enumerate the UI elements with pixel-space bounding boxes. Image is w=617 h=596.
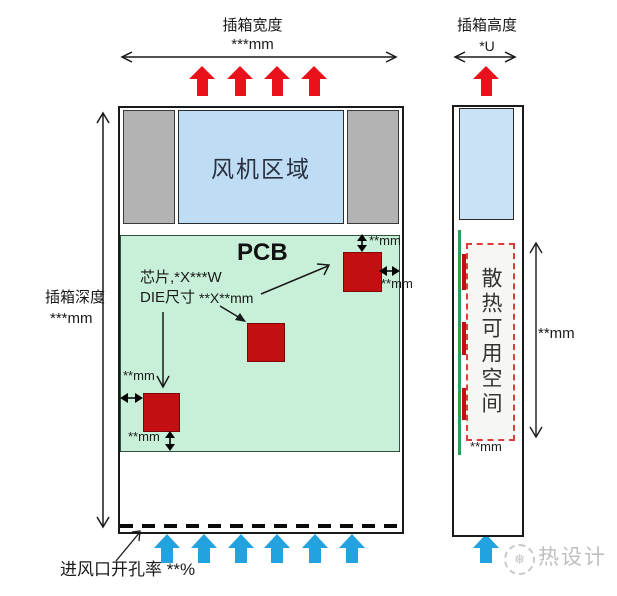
cold-air-arrow (154, 534, 180, 563)
chassis-width-value: ***mm (231, 36, 274, 53)
chassis-height-value: *U (479, 38, 495, 54)
cold-air-arrow (339, 534, 365, 563)
depth-dimension-arrow (96, 111, 110, 529)
hot-air-arrow (264, 66, 290, 96)
cold-air-arrow (264, 534, 290, 563)
chip-note-line1: 芯片,*X***W (140, 269, 222, 286)
cooling-space-label: 散热可用空间 (479, 267, 502, 417)
chip1-right-gap-value: **mm (381, 276, 413, 291)
arrow-to-chip-top-right (260, 263, 331, 295)
front-inlet-dashed-line (120, 524, 400, 528)
cold-air-arrow (302, 534, 328, 563)
pcb-label: PCB (237, 239, 288, 266)
height-dimension-arrow (453, 51, 517, 63)
hot-air-arrow (189, 66, 215, 96)
cold-air-arrow-side (473, 534, 499, 563)
chip-note-line2: DIE尺寸 (140, 289, 196, 306)
side-fan-zone (459, 108, 514, 220)
pcb-clearance-value: **mm (470, 439, 502, 454)
hot-air-arrow (301, 66, 327, 96)
chassis-depth-value: ***mm (50, 310, 93, 327)
chip-bottom-left (143, 393, 180, 432)
chip-size-value: **X**mm (199, 290, 254, 306)
side-chip-3 (462, 388, 468, 420)
width-dimension-arrow (120, 51, 398, 63)
fan-zone-label: 风机区域 (211, 156, 311, 182)
chassis-height-label: 插箱高度 (456, 17, 517, 34)
chip1-top-gap-arrow (357, 234, 367, 252)
cold-air-arrow (228, 534, 254, 563)
chip-top-right (343, 252, 382, 292)
inlet-pointer-arrow (115, 530, 141, 562)
chassis-width-label: 插箱宽度 (222, 17, 283, 34)
inlet-opening-note: 进风口开孔率 **% (60, 560, 195, 580)
side-chip-2 (462, 322, 468, 355)
inlet-note-text: 进风口开孔率 (60, 560, 162, 579)
chip-middle (247, 323, 285, 362)
inlet-note-value: **% (166, 560, 196, 579)
cold-air-arrow (191, 534, 217, 563)
hot-air-arrow-side (473, 66, 499, 96)
cooling-space-dimension-arrow (529, 241, 543, 439)
chip3-left-gap-arrow (120, 393, 143, 403)
chip1-right-gap-arrow (379, 266, 400, 276)
arrow-to-chip-bottom-left (156, 312, 170, 389)
right-panel (347, 110, 399, 224)
left-panel (123, 110, 175, 224)
chip1-top-gap-value: **mm (369, 233, 401, 248)
fan-zone: 风机区域 (178, 110, 344, 224)
side-pcb-edge (458, 230, 461, 455)
chip3-bottom-gap-value: **mm (128, 429, 160, 444)
hot-air-arrow (227, 66, 253, 96)
watermark-text: 热设计 (538, 546, 607, 569)
arrow-to-chip-middle (219, 305, 246, 322)
chip3-bottom-gap-arrow (165, 431, 175, 451)
cooling-space-box: 散热可用空间 (466, 243, 515, 441)
chassis-depth-label: 插箱深度 (45, 289, 106, 306)
watermark-logo-icon: ❅ (504, 544, 535, 575)
side-chip-1 (462, 254, 468, 290)
cooling-space-height-value: **mm (538, 325, 575, 342)
chip3-left-gap-value: **mm (123, 368, 155, 383)
